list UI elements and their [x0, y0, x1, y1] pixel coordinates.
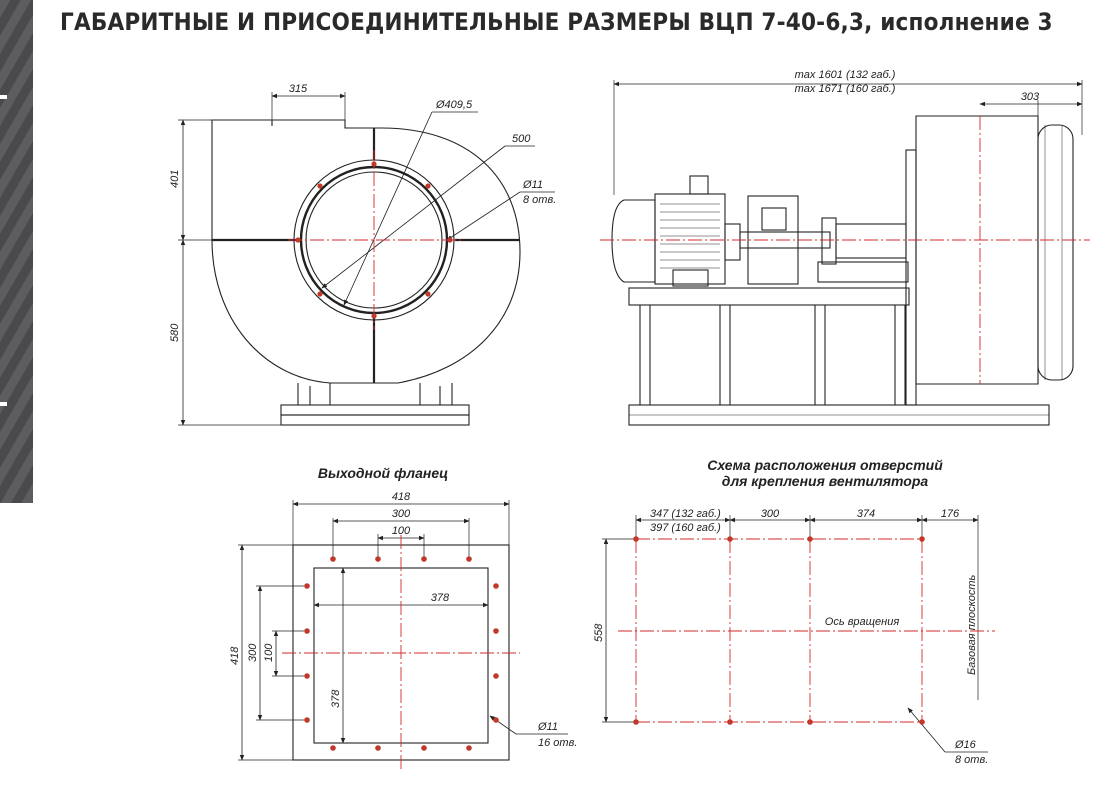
front-holes-8: 8 отв.	[523, 194, 556, 206]
flange-dim-300-left: 300	[247, 643, 259, 662]
front-view	[178, 92, 555, 426]
scheme-dim-347: 347 (132 габ.)	[650, 508, 721, 520]
scheme-dim-16: Ø16	[954, 739, 977, 751]
front-dim-580: 580	[169, 323, 181, 342]
flange-dim-418-top: 418	[392, 491, 411, 503]
front-dim-401: 401	[169, 170, 181, 188]
front-dim-315: 315	[289, 83, 308, 95]
flange-dim-378-h: 378	[431, 592, 450, 604]
flange-dim-100-top: 100	[392, 525, 411, 537]
flange-dim-418-left: 418	[229, 646, 241, 665]
holes-scheme-heading: Схема расположения отверстий для креплен…	[680, 457, 970, 489]
sidebar-tick	[0, 95, 7, 99]
scheme-dim-374: 374	[857, 508, 875, 520]
flange-dim-100-left: 100	[263, 643, 275, 662]
front-dim-11: Ø11	[522, 179, 543, 191]
fan-inlet-side	[1037, 124, 1074, 381]
side-dim-303: 303	[1021, 91, 1040, 103]
holes-scheme-heading-line2: для крепления вентилятора	[721, 473, 929, 489]
side-centerlines	[600, 116, 1090, 384]
front-dim-500: 500	[512, 133, 531, 145]
flange-bolt-holes	[304, 556, 499, 751]
base-plane-label: Базовая плоскость	[966, 574, 978, 675]
flange-dim-11: Ø11	[537, 721, 558, 733]
front-centerlines	[288, 150, 462, 330]
side-max-160: max 1671 (160 габ.)	[795, 83, 896, 95]
side-max-132: max 1601 (132 габ.)	[795, 69, 896, 81]
flange-centerlines	[282, 535, 520, 770]
holes-scheme-heading-line1: Схема расположения отверстий	[707, 457, 943, 473]
scheme-holes-8: 8 отв.	[955, 754, 988, 766]
page-title: ГАБАРИТНЫЕ И ПРИСОЕДИНИТЕЛЬНЫЕ РАЗМЕРЫ В…	[60, 8, 1053, 36]
side-view	[611, 80, 1083, 426]
flange-dim-378-v: 378	[330, 689, 342, 708]
scheme-dim-558: 558	[593, 623, 605, 642]
flange-holes-16: 16 отв.	[538, 737, 577, 749]
hole-layout-centerlines	[618, 538, 995, 723]
mounting-holes	[633, 536, 925, 725]
hole-layout-drawing	[602, 515, 988, 753]
front-base	[280, 404, 470, 416]
decorative-sidebar	[0, 0, 33, 503]
scroll-housing-outline	[211, 119, 521, 384]
flange-heading: Выходной фланец	[317, 465, 449, 481]
scheme-dim-397: 397 (160 габ.)	[650, 522, 721, 534]
sidebar-tick	[0, 402, 7, 406]
axis-of-rotation-label: Ось вращения	[825, 616, 900, 628]
scheme-dim-300: 300	[761, 508, 780, 520]
scheme-dim-176: 176	[941, 508, 960, 520]
flange-dim-300-top: 300	[392, 508, 411, 520]
outlet-flange-drawing	[238, 500, 568, 761]
fan-scroll-side	[915, 115, 1039, 385]
front-flange-holes	[295, 161, 453, 319]
front-dim-409: Ø409,5	[435, 99, 473, 111]
